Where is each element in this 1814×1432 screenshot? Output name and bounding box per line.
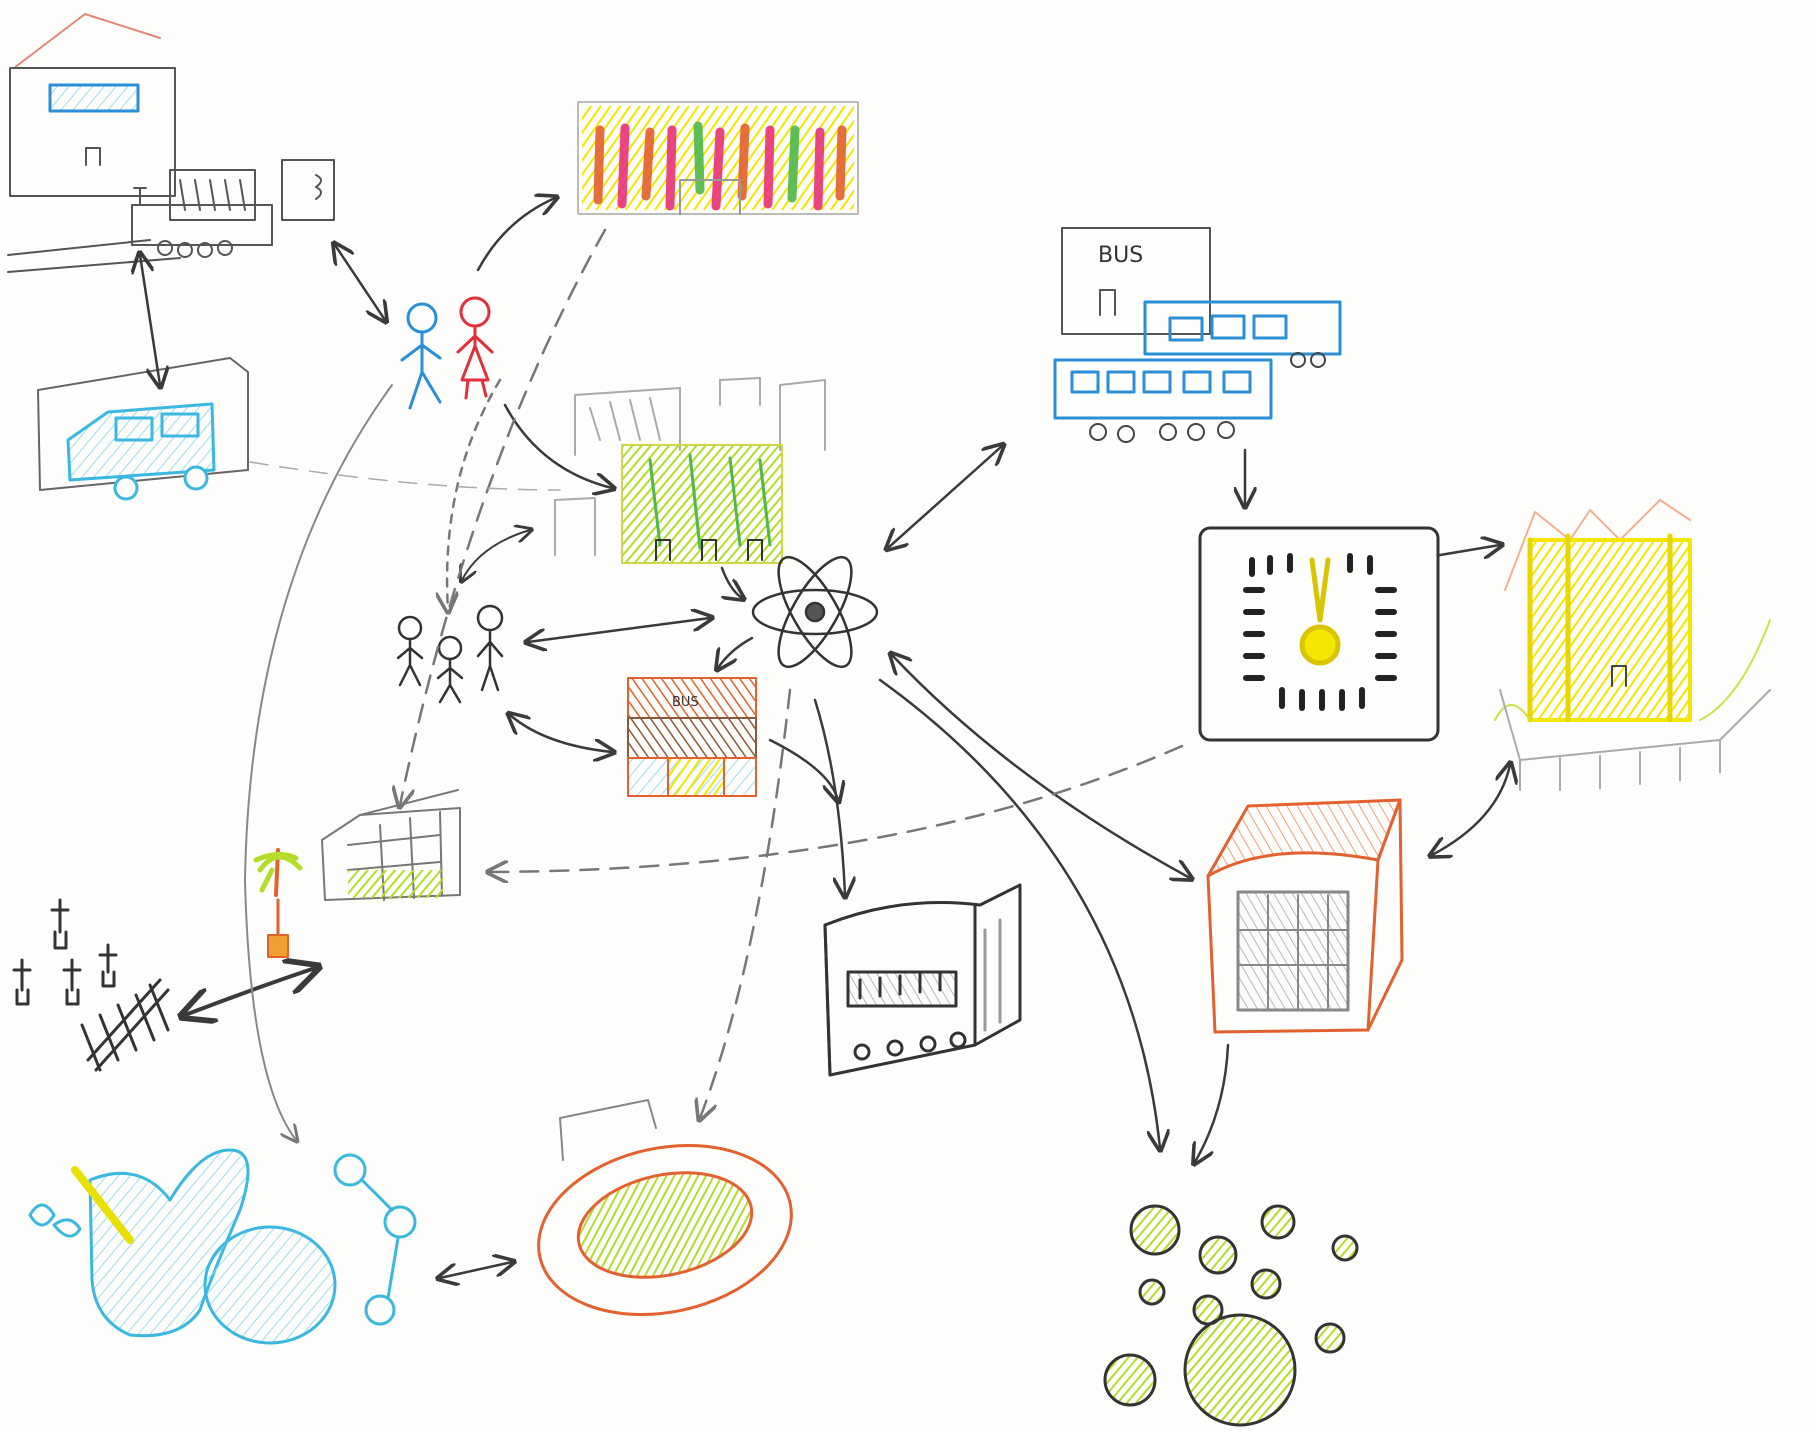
dashed-atom-stadium [700,688,792,1118]
van-garage-illustration [37,357,249,501]
market-district-illustration [554,377,826,564]
plaza-fountain-illustration [1198,526,1440,742]
arrow-atom-office [892,655,1190,878]
arrow-cemetery-greenhouse [185,968,315,1015]
connector-arrows [140,198,1510,1278]
industrial-building-illustration [823,883,1022,1077]
green-cells-illustration [1103,1204,1359,1427]
park-ponds-illustration [28,1148,417,1345]
office-building-illustration [1206,798,1404,1034]
flower-market-illustration [577,101,859,215]
locomotive-icon [131,159,335,258]
couple-figures-icon [400,296,494,410]
bus-depot-sign: BUS [1098,243,1143,268]
bus-depot-illustration: BUS [1053,227,1342,443]
bus-icon [1053,300,1342,420]
arrow-market-group [462,530,530,580]
blue-person-icon [400,302,442,410]
bus-terminal-tower-illustration: BUS [627,677,757,797]
red-person-icon [456,296,494,400]
stadium-illustration [537,1099,793,1317]
arrow-station-garage [140,255,160,385]
arrow-couple-market [503,403,612,488]
van-icon [66,402,216,501]
arrow-ponds-stadium [440,1262,512,1278]
arrow-office-cells [1195,1043,1230,1162]
illuminated-hall-illustration [1494,499,1771,791]
arrow-group-atom [528,618,710,642]
arrow-plaza-hall [1438,545,1500,555]
fountain-icon [1299,557,1341,666]
dashed-flowermarket-path [400,228,607,805]
arrow-market-atom [720,566,742,598]
dashed-connectors [249,228,1184,1118]
arrow-station-couple [335,245,385,320]
thin-connectors [244,384,393,1140]
arrow-tower-industrial [768,738,838,800]
tower-sign: BUS [672,695,699,710]
arrow-couple-ponds [244,384,393,1140]
arrow-atom-busdepot [888,446,1002,548]
atom-hub-icon [751,555,879,669]
dashed-plaza-greenhouse [490,744,1184,872]
dashed-garage-market [249,461,561,491]
cemetery-illustration [12,898,170,1072]
arrow-atom-tower [718,636,754,668]
potted-palm-icon [253,848,303,958]
arrow-group-tower [510,715,612,752]
arrow-atom-cells [878,678,1160,1148]
people-group-icon [396,604,504,704]
arrow-couple-flowermarket [476,198,555,272]
dashed-couple-group [447,378,502,610]
arrow-hall-office [1432,765,1510,855]
